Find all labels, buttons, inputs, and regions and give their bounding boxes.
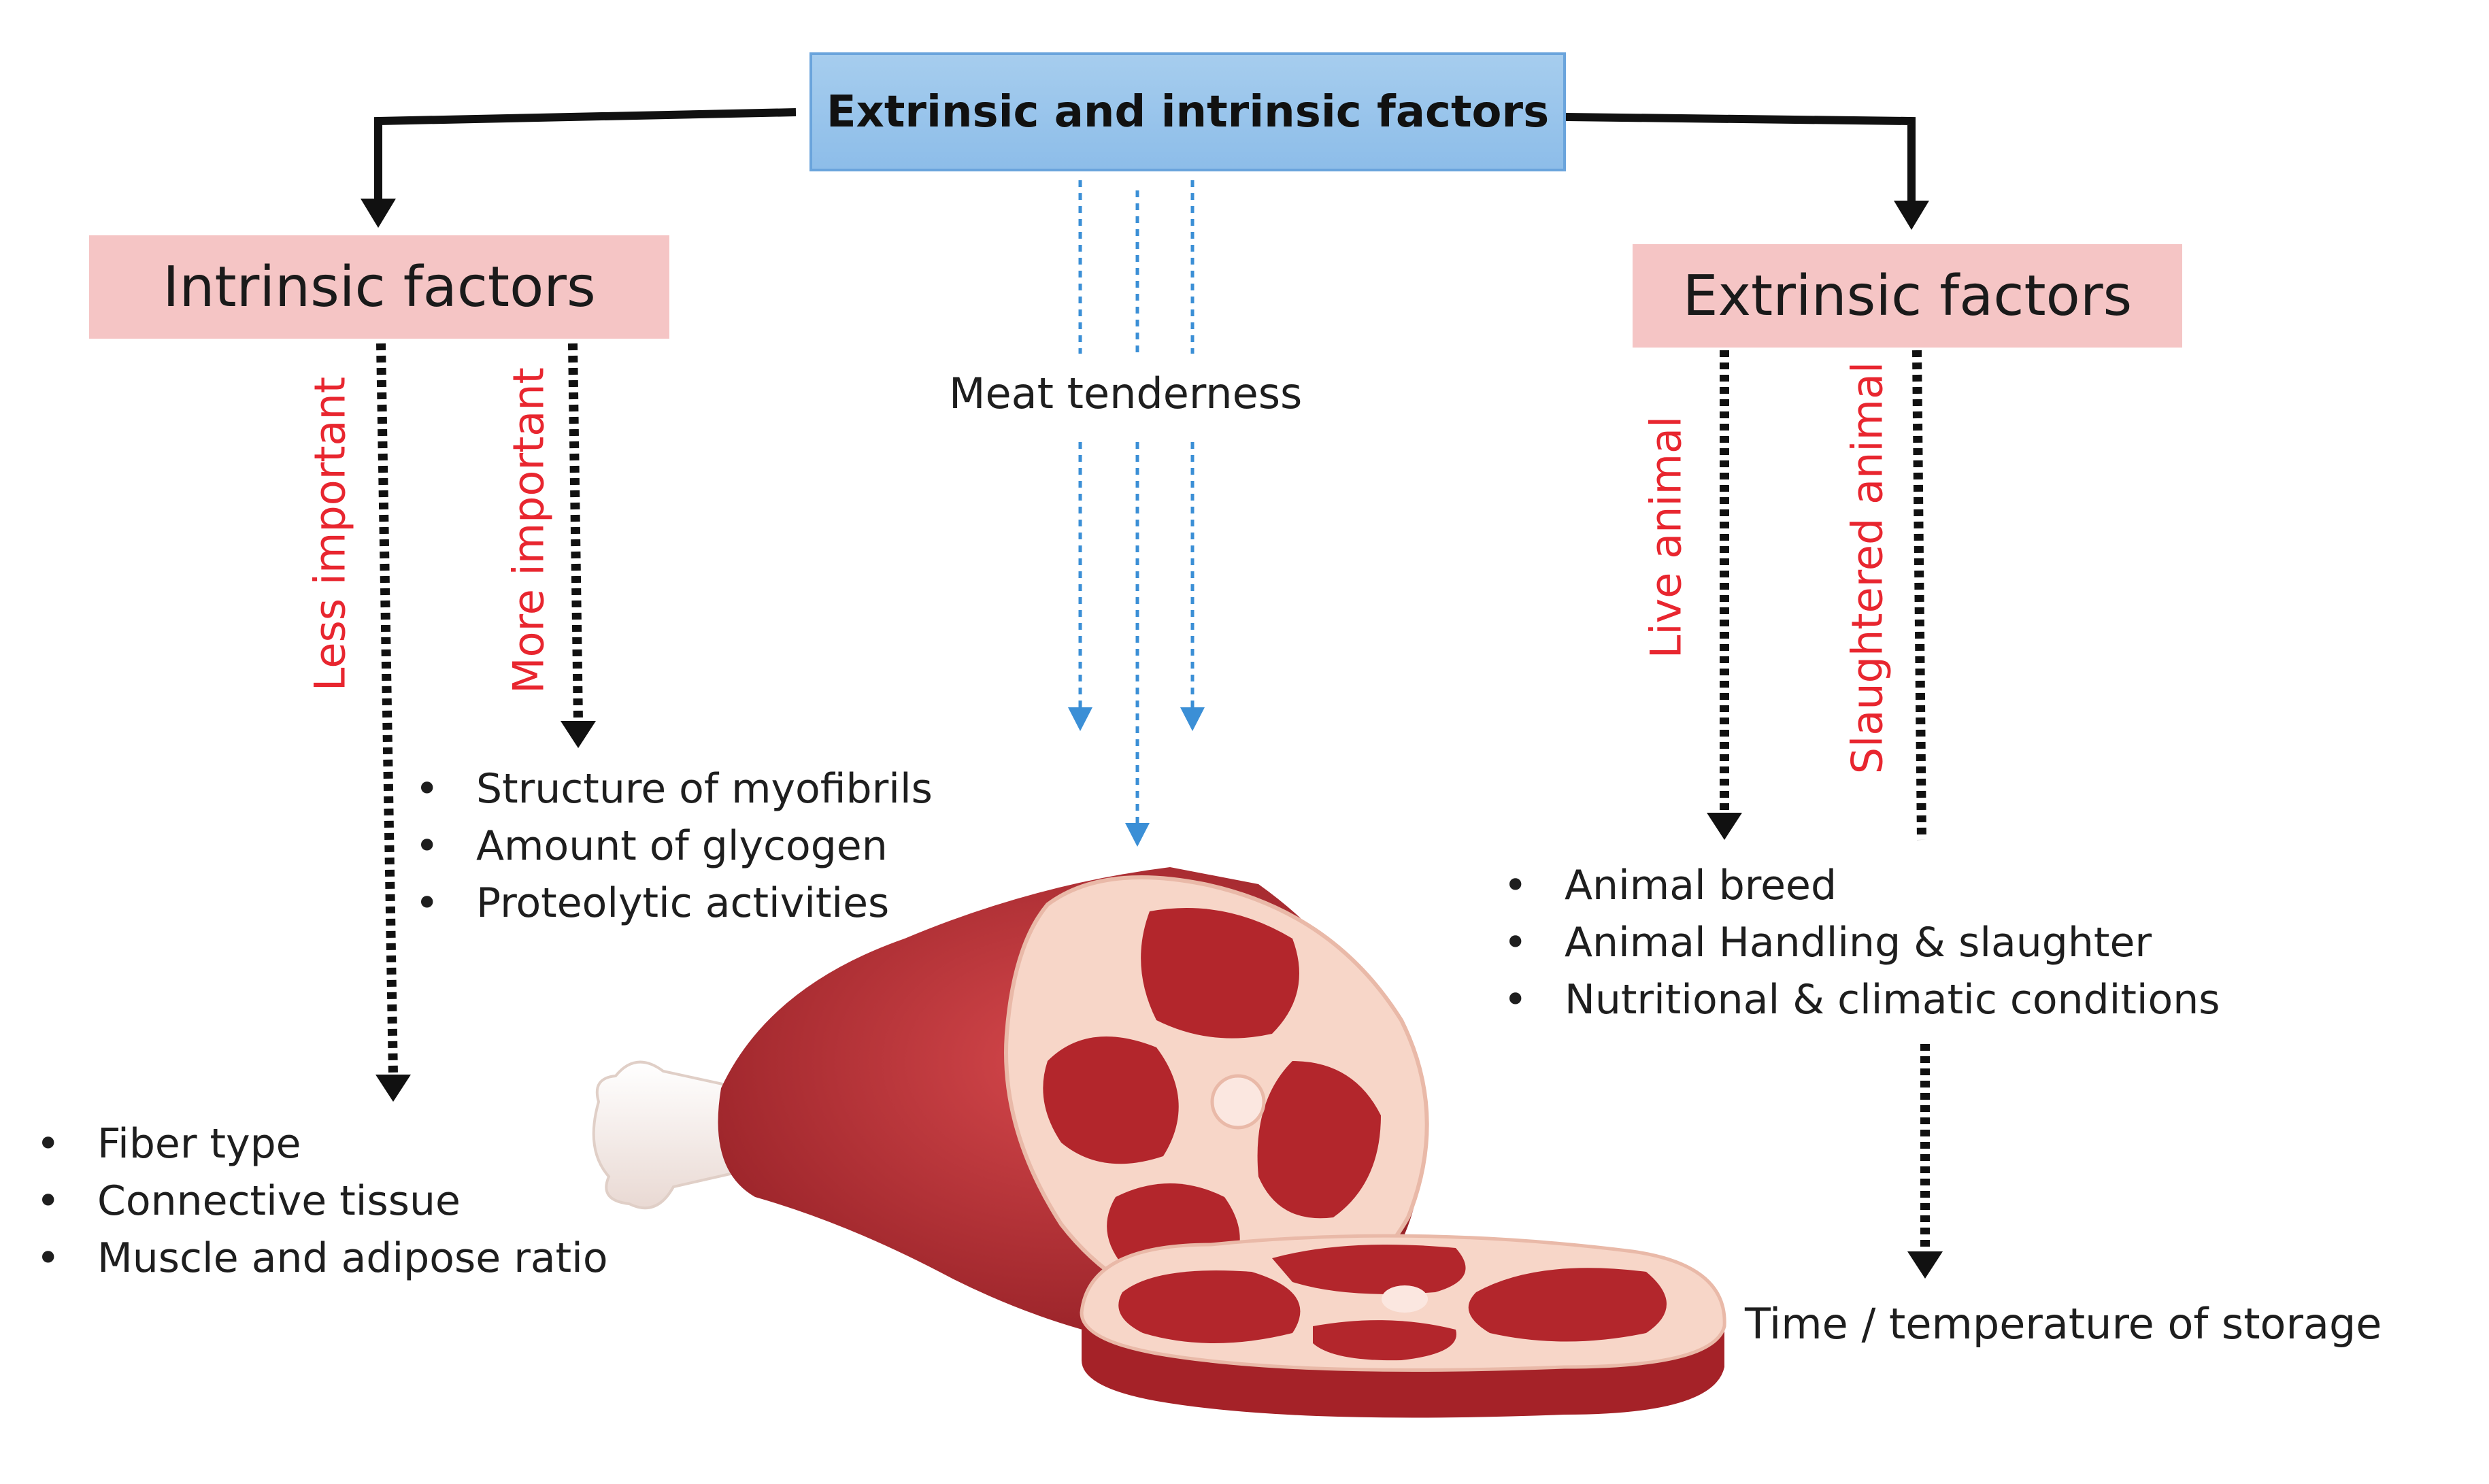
- dotted-slaughtered-animal: [1912, 350, 1926, 841]
- list-item: •Structure of myofibrils: [415, 765, 933, 813]
- blue-arrowhead-left: [1068, 707, 1092, 731]
- live-animal-list: •Animal breed •Animal Handling & slaught…: [1503, 857, 2220, 1028]
- extrinsic-factors-title: Extrinsic factors: [1682, 263, 2133, 328]
- less-important-list: •Fiber type •Connective tissue •Muscle a…: [36, 1115, 608, 1287]
- meat-illustration: [592, 867, 1726, 1418]
- list-item: •Amount of glycogen: [415, 822, 888, 870]
- arrowhead-less-important: [375, 1075, 411, 1102]
- label-slaughtered-animal: Slaughtered animal: [1842, 361, 1892, 775]
- list-item: •Fiber type: [36, 1120, 301, 1168]
- list-item: •Animal breed: [1503, 862, 1837, 909]
- list-item: •Proteolytic activities: [415, 879, 890, 927]
- list-item: •Animal Handling & slaughter: [1503, 919, 2152, 966]
- arrowhead-live-animal: [1707, 813, 1742, 840]
- label-more-important: More important: [503, 367, 554, 694]
- dotted-less-important: [376, 343, 398, 1075]
- list-item: •Connective tissue: [36, 1177, 461, 1225]
- top-box-label: Extrinsic and intrinsic factors: [826, 86, 1550, 137]
- intrinsic-factors-box: Intrinsic factors: [89, 235, 669, 339]
- storage-label: Time / temperature of storage: [1745, 1299, 2382, 1349]
- label-live-animal: Live animal: [1641, 416, 1691, 659]
- more-important-list: •Structure of myofibrils •Amount of glyc…: [415, 760, 933, 932]
- meat-tenderness-label: Meat tenderness: [942, 369, 1309, 418]
- blue-arrowhead-mid: [1125, 823, 1150, 847]
- dotted-more-important: [568, 343, 583, 722]
- list-item: •Nutritional & climatic conditions: [1503, 976, 2220, 1024]
- intrinsic-factors-title: Intrinsic factors: [163, 254, 596, 320]
- top-box-extrinsic-intrinsic: Extrinsic and intrinsic factors: [809, 52, 1566, 171]
- label-less-important: Less important: [305, 376, 355, 692]
- connector-to-intrinsic: [374, 108, 797, 201]
- arrowhead-storage: [1907, 1251, 1943, 1279]
- extrinsic-factors-box: Extrinsic factors: [1633, 244, 2182, 348]
- connector-to-extrinsic: [1565, 113, 1916, 203]
- arrowhead-more-important: [561, 721, 596, 748]
- bone: [592, 1060, 750, 1210]
- list-item: •Muscle and adipose ratio: [36, 1234, 608, 1282]
- arrowhead-extrinsic: [1894, 201, 1929, 230]
- ham-bone-center: [1210, 1074, 1266, 1130]
- slice-bone-center: [1382, 1285, 1428, 1313]
- blue-arrowhead-right: [1180, 707, 1205, 731]
- arrowhead-intrinsic: [361, 199, 396, 228]
